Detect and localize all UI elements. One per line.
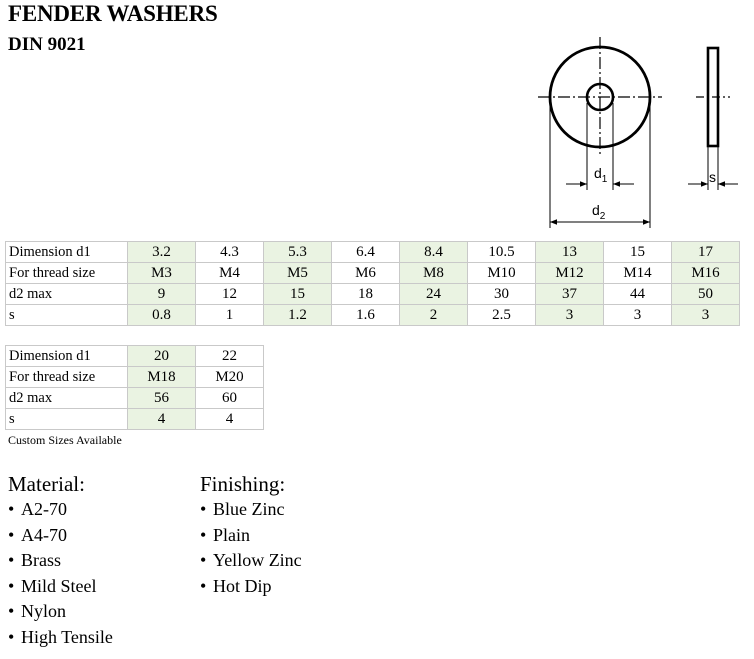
list-item: •High Tensile xyxy=(8,625,113,651)
row-label: s xyxy=(5,304,128,326)
list-item: •Brass xyxy=(8,548,113,574)
table-cell: 8.4 xyxy=(399,241,468,263)
custom-sizes-note: Custom Sizes Available xyxy=(8,433,122,447)
table-cell: 50 xyxy=(671,283,740,305)
table-cell: 2.5 xyxy=(467,304,536,326)
washer-technical-drawing: d1 d2 s xyxy=(538,37,738,228)
table-cell: 12 xyxy=(195,283,264,305)
table-cell: 9 xyxy=(127,283,196,305)
table-cell: M4 xyxy=(195,262,264,284)
list-item: •A2-70 xyxy=(8,497,113,523)
table-cell: 2 xyxy=(399,304,468,326)
table-cell: M16 xyxy=(671,262,740,284)
table-cell: M14 xyxy=(603,262,672,284)
table-cell: 18 xyxy=(331,283,400,305)
row-label: d2 max xyxy=(5,283,128,305)
row-label: For thread size xyxy=(5,262,128,284)
list-item: •Plain xyxy=(200,523,302,549)
bullet-icon: • xyxy=(8,499,15,519)
material-list: •A2-70 •A4-70 •Brass •Mild Steel •Nylon … xyxy=(8,497,113,650)
list-item: •A4-70 xyxy=(8,523,113,549)
table-cell: 22 xyxy=(195,345,264,367)
table-row: Dimension d1 20 22 xyxy=(5,345,264,367)
material-section: Material: •A2-70 •A4-70 •Brass •Mild Ste… xyxy=(8,471,113,650)
list-item: •Mild Steel xyxy=(8,574,113,600)
row-label: d2 max xyxy=(5,387,128,409)
page-title: FENDER WASHERS xyxy=(8,1,218,26)
finishing-list: •Blue Zinc •Plain •Yellow Zinc •Hot Dip xyxy=(200,497,302,599)
row-label: Dimension d1 xyxy=(5,241,128,263)
table-row: For thread size M18 M20 xyxy=(5,366,264,388)
d2-dimension-label: d2 xyxy=(592,202,606,222)
bullet-icon: • xyxy=(8,575,15,596)
table-cell: M6 xyxy=(331,262,400,284)
table-cell: 1.2 xyxy=(263,304,332,326)
table-row: d2 max 9 12 15 18 24 30 37 44 50 xyxy=(5,283,740,305)
table-cell: 1.6 xyxy=(331,304,400,326)
table-row: d2 max 56 60 xyxy=(5,387,264,409)
table-cell: 0.8 xyxy=(127,304,196,326)
table-cell: 15 xyxy=(603,241,672,263)
table-cell: 37 xyxy=(535,283,604,305)
washer-front-view xyxy=(538,37,662,228)
table-cell: 20 xyxy=(127,345,196,367)
washer-side-view xyxy=(688,46,738,190)
bullet-icon: • xyxy=(200,499,207,519)
table-cell: M8 xyxy=(399,262,468,284)
bullet-icon: • xyxy=(8,626,15,647)
finishing-section: Finishing: •Blue Zinc •Plain •Yellow Zin… xyxy=(200,471,302,599)
table-cell: M20 xyxy=(195,366,264,388)
table-cell: 3 xyxy=(671,304,740,326)
table-cell: M5 xyxy=(263,262,332,284)
table-cell: M12 xyxy=(535,262,604,284)
table-row: For thread size M3 M4 M5 M6 M8 M10 M12 M… xyxy=(5,262,740,284)
list-item: •Hot Dip xyxy=(200,574,302,600)
table-row: s 4 4 xyxy=(5,408,264,430)
table-cell: 10.5 xyxy=(467,241,536,263)
table-cell: M3 xyxy=(127,262,196,284)
list-item: •Blue Zinc xyxy=(200,497,302,523)
table-cell: 1 xyxy=(195,304,264,326)
bullet-icon: • xyxy=(8,601,15,621)
bullet-icon: • xyxy=(8,524,15,545)
table-cell: 4 xyxy=(195,408,264,430)
bullet-icon: • xyxy=(200,550,207,570)
bullet-icon: • xyxy=(200,575,207,596)
spec-table-2: Dimension d1 20 22 For thread size M18 M… xyxy=(5,345,264,430)
table-cell: 13 xyxy=(535,241,604,263)
page-subtitle: DIN 9021 xyxy=(8,34,86,55)
table-cell: 4.3 xyxy=(195,241,264,263)
spec-table-1: Dimension d1 3.2 4.3 5.3 6.4 8.4 10.5 13… xyxy=(5,241,740,326)
table-cell: 3.2 xyxy=(127,241,196,263)
bullet-icon: • xyxy=(200,524,207,545)
table-cell: 30 xyxy=(467,283,536,305)
table-cell: 3 xyxy=(603,304,672,326)
table-row: Dimension d1 3.2 4.3 5.3 6.4 8.4 10.5 13… xyxy=(5,241,740,263)
d1-dimension-label: d1 xyxy=(594,165,608,185)
s-dimension-label: s xyxy=(709,169,716,185)
list-item: •Nylon xyxy=(8,599,113,625)
bullet-icon: • xyxy=(8,550,15,570)
table-cell: 6.4 xyxy=(331,241,400,263)
table-cell: 4 xyxy=(127,408,196,430)
table-cell: 15 xyxy=(263,283,332,305)
list-item: •Yellow Zinc xyxy=(200,548,302,574)
table-row: s 0.8 1 1.2 1.6 2 2.5 3 3 3 xyxy=(5,304,740,326)
table-cell: M10 xyxy=(467,262,536,284)
table-cell: 60 xyxy=(195,387,264,409)
table-cell: 3 xyxy=(535,304,604,326)
table-cell: 17 xyxy=(671,241,740,263)
finishing-heading: Finishing: xyxy=(200,472,286,496)
table-cell: 56 xyxy=(127,387,196,409)
table-cell: 24 xyxy=(399,283,468,305)
table-cell: 5.3 xyxy=(263,241,332,263)
material-heading: Material: xyxy=(8,472,85,496)
table-cell: 44 xyxy=(603,283,672,305)
table-cell: M18 xyxy=(127,366,196,388)
row-label: Dimension d1 xyxy=(5,345,128,367)
row-label: s xyxy=(5,408,128,430)
row-label: For thread size xyxy=(5,366,128,388)
